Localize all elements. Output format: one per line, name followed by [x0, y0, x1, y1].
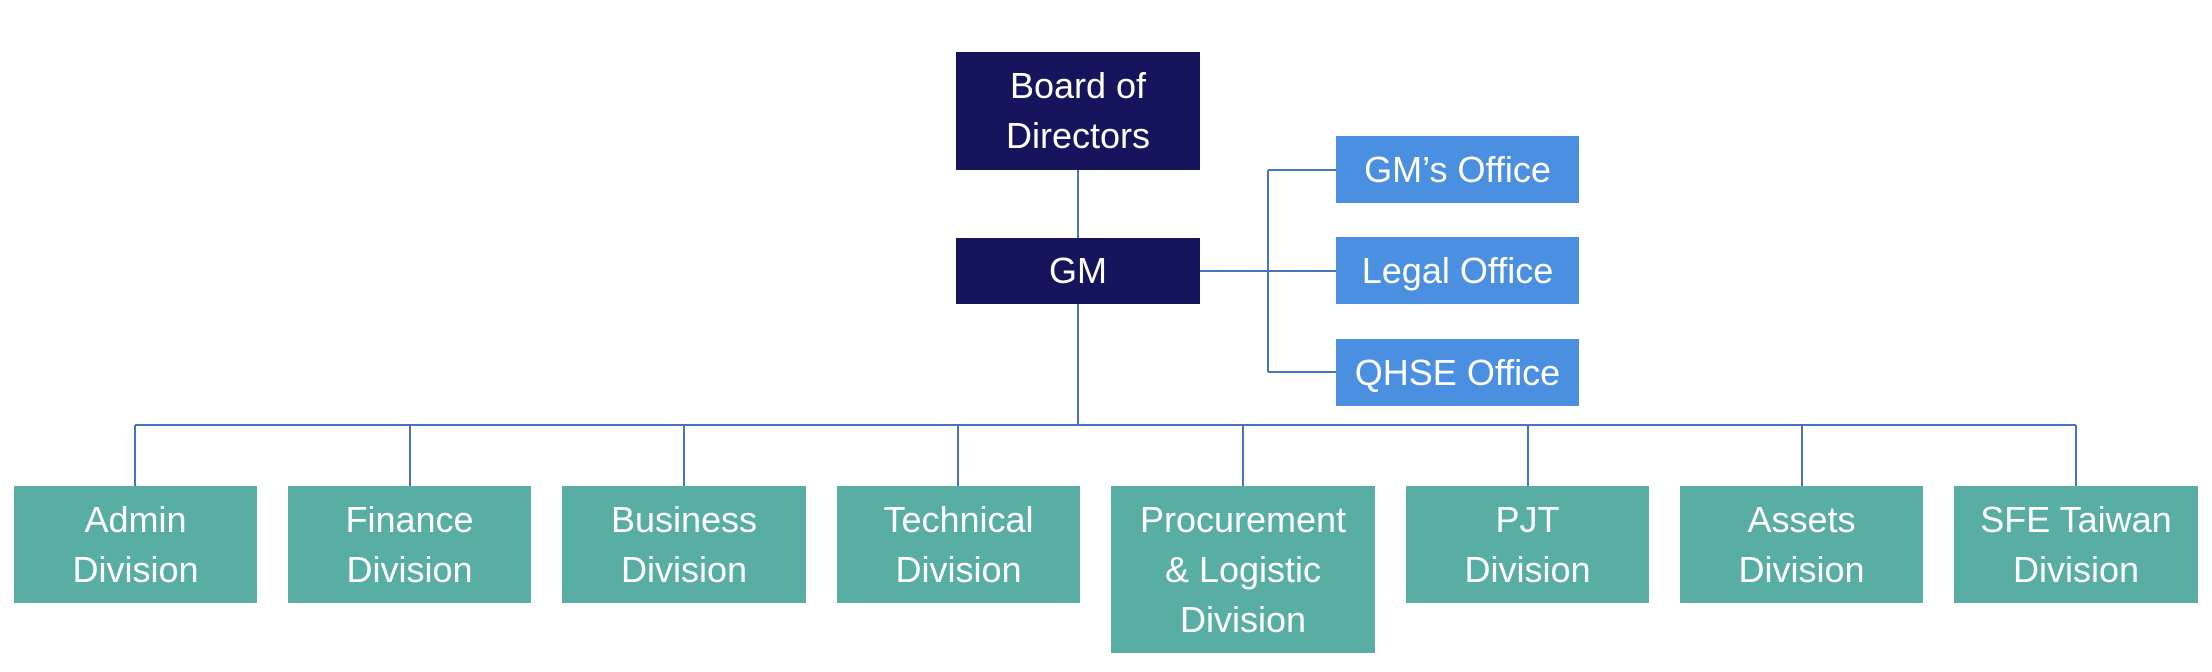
- gms-office-box: GM’s Office: [1336, 136, 1579, 203]
- technical-division-box: Technical Division: [837, 486, 1080, 603]
- gm-box: GM: [956, 238, 1200, 304]
- legal-office-box: Legal Office: [1336, 237, 1579, 304]
- assets-division-box: Assets Division: [1680, 486, 1923, 603]
- pjt-division-box: PJT Division: [1406, 486, 1649, 603]
- procurement-logistic-division-box: Procurement & Logistic Division: [1111, 486, 1375, 653]
- admin-division-box: Admin Division: [14, 486, 257, 603]
- board-of-directors-box: Board of Directors: [956, 52, 1200, 170]
- finance-division-box: Finance Division: [288, 486, 531, 603]
- sfe-taiwan-division-box: SFE Taiwan Division: [1954, 486, 2198, 603]
- business-division-box: Business Division: [562, 486, 806, 603]
- qhse-office-box: QHSE Office: [1336, 339, 1579, 406]
